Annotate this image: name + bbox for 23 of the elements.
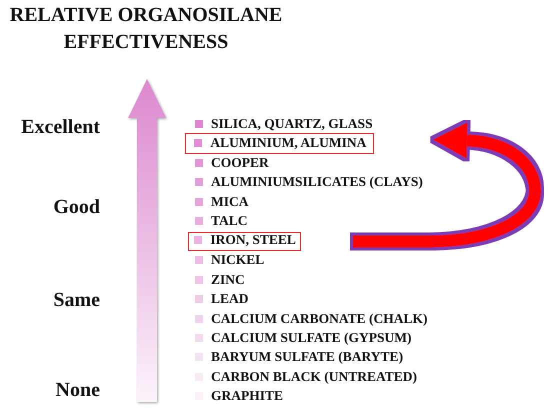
material-label: IRON, STEEL	[210, 232, 296, 248]
highlight-box	[188, 232, 301, 251]
scale-label: Same	[53, 288, 100, 312]
material-label: CARBON BLACK (UNTREATED)	[211, 368, 418, 385]
material-label: ALUMINIUM, ALUMINA	[210, 134, 366, 151]
material-label: GRAPHITE	[211, 388, 284, 404]
material-label: MICA	[211, 194, 248, 210]
highlight-box	[185, 133, 374, 154]
material-label: COOPER	[211, 154, 269, 171]
material-label: CALCIUM CARBONATE (CHALK)	[211, 310, 428, 326]
material-label: LEAD	[211, 291, 249, 308]
diagram-title: RELATIVE ORGANOSILANE EFFECTIVENESS	[8, 3, 284, 55]
scale-label: Excellent	[21, 116, 100, 138]
scale-label: Good	[53, 196, 100, 218]
material-label: BARYUM SULFATE (BARYTE)	[211, 349, 404, 366]
material-label: SILICA, QUARTZ, GLASS	[211, 116, 373, 132]
material-label: NICKEL	[211, 252, 264, 268]
curved-arrow	[353, 122, 541, 248]
material-label: ALUMINIUMSILICATES (CLAYS)	[211, 174, 423, 190]
scale-label: None	[56, 378, 100, 402]
material-label: TALC	[211, 213, 248, 230]
material-label: CALCIUM SULFATE (GYPSUM)	[211, 330, 412, 346]
material-label: ZINC	[211, 272, 245, 288]
